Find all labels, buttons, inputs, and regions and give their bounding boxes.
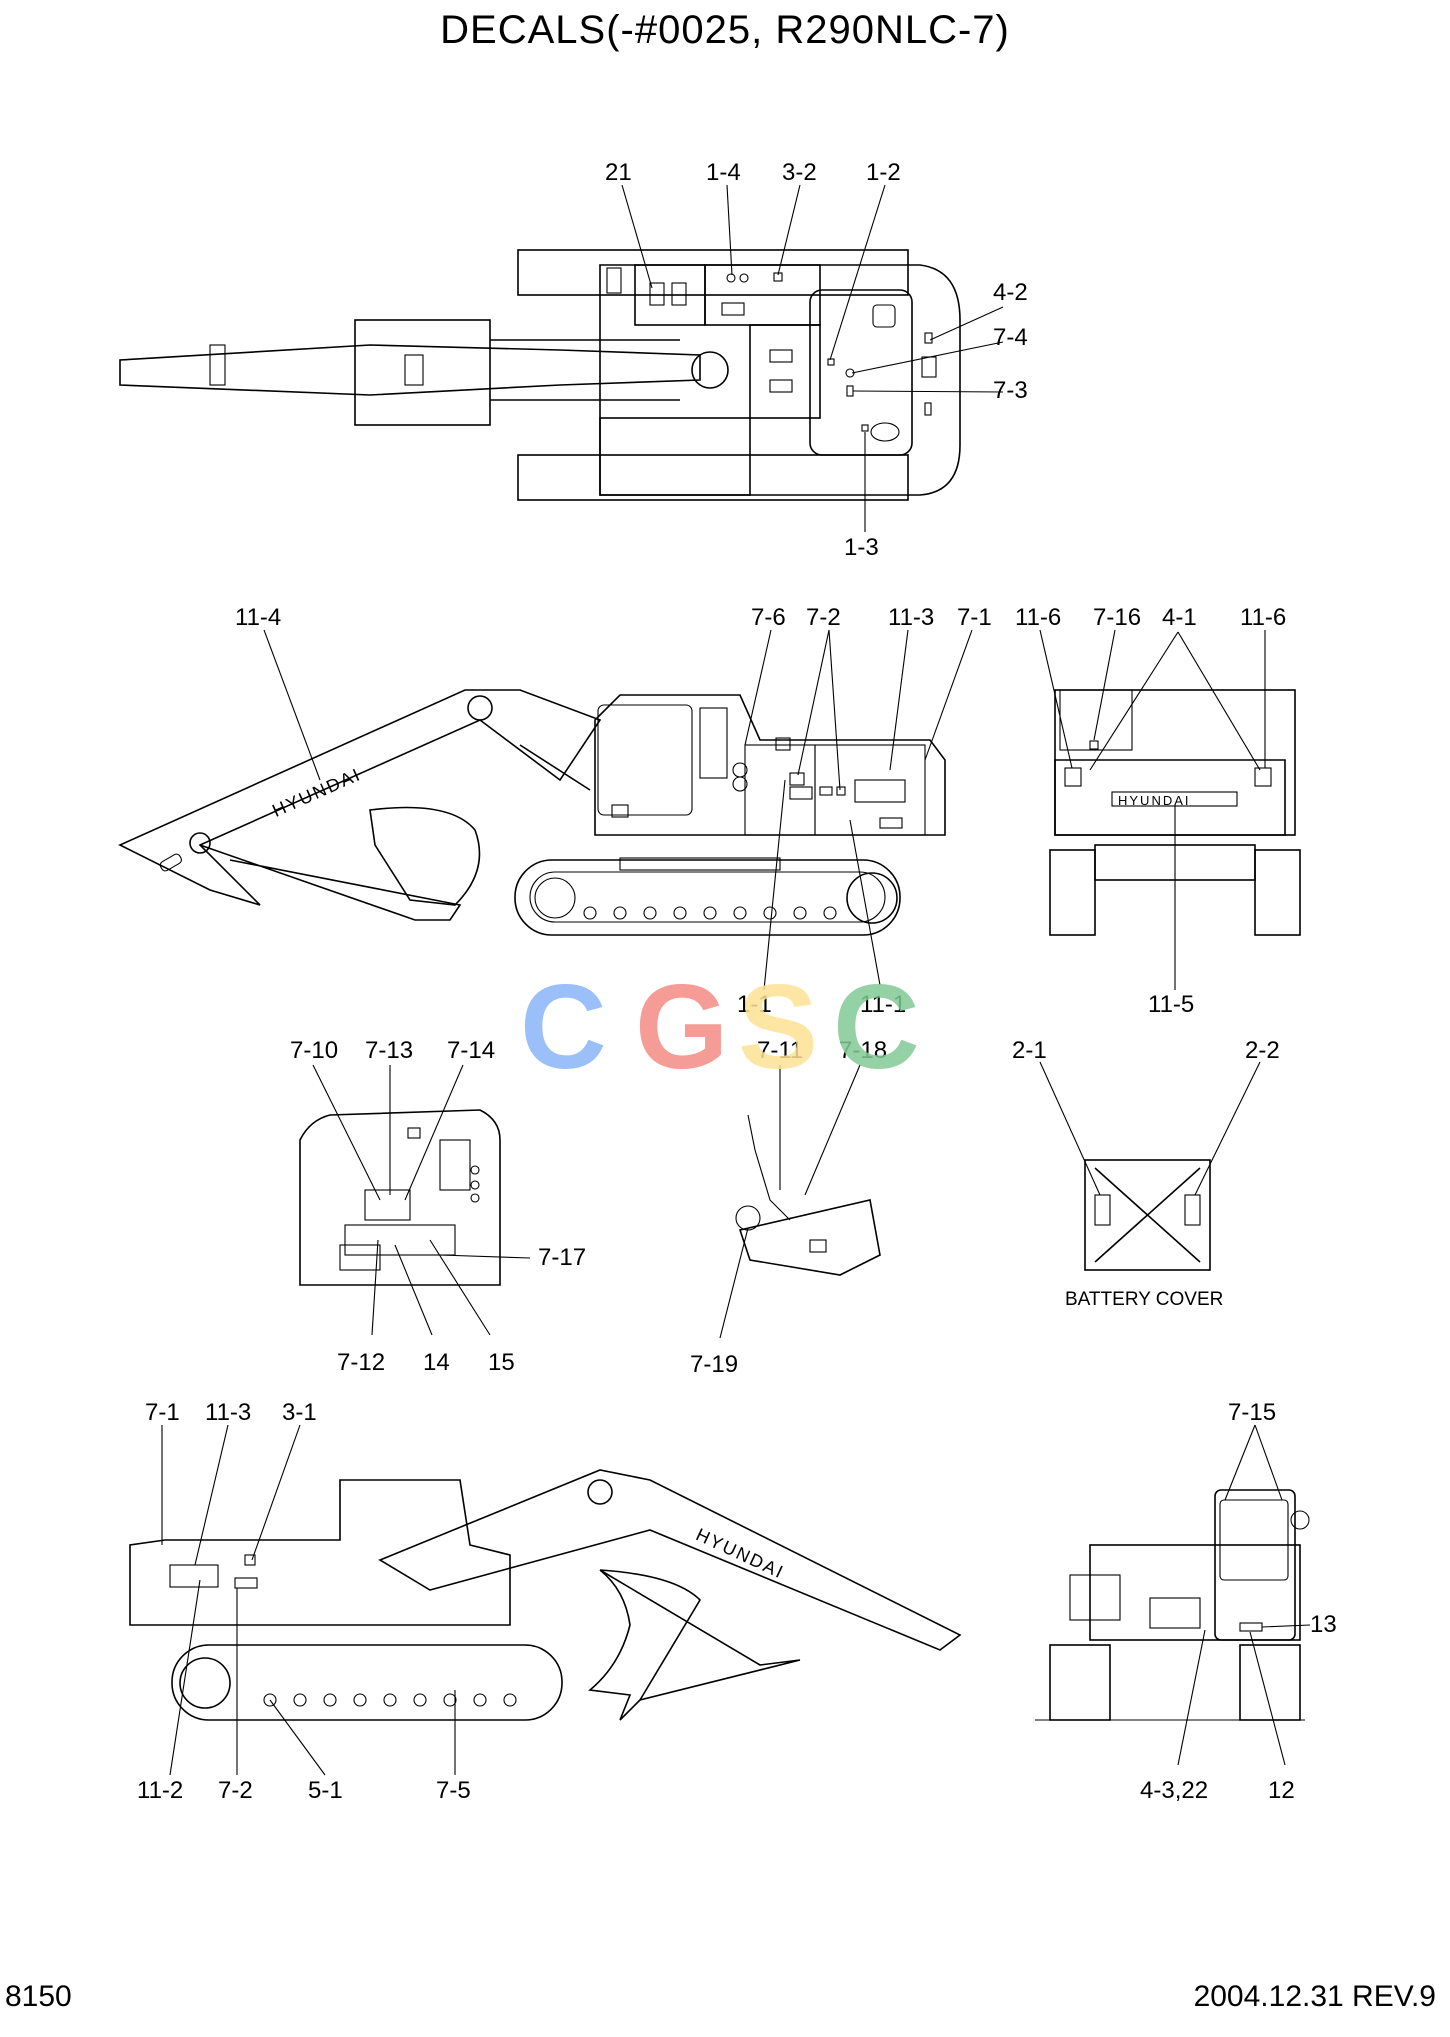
battery-cover-view [1039,1061,1261,1271]
callout-7-18: 7-18 [839,1037,887,1064]
battery-cover-caption: BATTERY COVER [1065,1289,1223,1310]
callout-11-2: 11-2 [137,1777,183,1804]
callout-2-2: 2-2 [1245,1037,1280,1064]
front-view-excavator [1035,1424,1311,1766]
left-side-view-excavator: HYUNDAI [118,629,973,991]
callout-right-3-1: 3-1 [282,1399,317,1426]
callout-7-13: 7-13 [365,1037,413,1064]
callout-3-2: 3-2 [782,159,817,186]
watermark-letter-c: C [520,960,607,1094]
callout-right-7-1: 7-1 [145,1399,180,1426]
callout-7-4: 7-4 [993,324,1028,351]
callout-2-1: 2-1 [1012,1037,1047,1064]
callout-7-15: 7-15 [1228,1399,1276,1426]
page-number: 8150 [5,1980,72,2013]
cab-interior-view [299,1064,531,1336]
callout-1-1: 1-1 [737,991,772,1018]
callout-right-7-2: 7-2 [218,1777,253,1804]
watermark-letter-c2: C [833,960,920,1094]
drawing-title: DECALS(-#0025, R290NLC-7) [440,8,1010,52]
control-lever-view [719,1064,881,1339]
callout-7-19: 7-19 [690,1351,738,1378]
callout-21: 21 [605,159,632,186]
cgsc-watermark: C G S C [520,960,920,1094]
callout-7-10: 7-10 [290,1037,338,1064]
callout-1-3: 1-3 [844,534,879,561]
watermark-letter-g: G [635,960,728,1094]
callout-4-3-22: 4-3,22 [1140,1777,1208,1804]
top-view-excavator [119,184,1004,532]
rear-view-excavator: HYUNDAI [1039,629,1301,990]
callout-11-4: 11-4 [235,604,281,631]
callout-labels: 21 1-4 3-2 1-2 4-2 7-4 7-3 1-3 11-4 7-6 … [137,159,1337,1804]
revision-date: 2004.12.31 REV.9 [1193,1980,1436,2013]
callout-4-1: 4-1 [1162,604,1197,631]
right-side-view-excavator: HYUNDAI [129,1424,962,1776]
callout-11-6-left: 11-6 [1015,604,1061,631]
callout-7-14: 7-14 [447,1037,495,1064]
callout-7-5: 7-5 [436,1777,471,1804]
watermark-letter-s: S [738,960,818,1094]
callout-7-17: 7-17 [538,1244,586,1271]
callout-13: 13 [1310,1611,1337,1638]
rear-brand-decal: HYUNDAI [1118,793,1191,808]
callout-15: 15 [488,1349,515,1376]
callout-7-3: 7-3 [993,377,1028,404]
callout-7-2: 7-2 [806,604,841,631]
callout-1-2: 1-2 [866,159,901,186]
callout-14: 14 [423,1349,450,1376]
callout-5-1: 5-1 [308,1777,343,1804]
callout-7-12: 7-12 [337,1349,385,1376]
callout-7-1: 7-1 [957,604,992,631]
callout-11-1: 11-1 [860,991,906,1018]
callout-7-16: 7-16 [1093,604,1141,631]
callout-11-5: 11-5 [1148,991,1194,1018]
callout-7-6: 7-6 [751,604,786,631]
callout-4-2: 4-2 [993,279,1028,306]
callout-11-3: 11-3 [888,604,934,631]
callout-12: 12 [1268,1777,1295,1804]
callout-right-11-3: 11-3 [205,1399,251,1426]
callout-1-4: 1-4 [706,159,741,186]
callout-11-6-right: 11-6 [1240,604,1286,631]
callout-7-11: 7-11 [757,1037,803,1064]
